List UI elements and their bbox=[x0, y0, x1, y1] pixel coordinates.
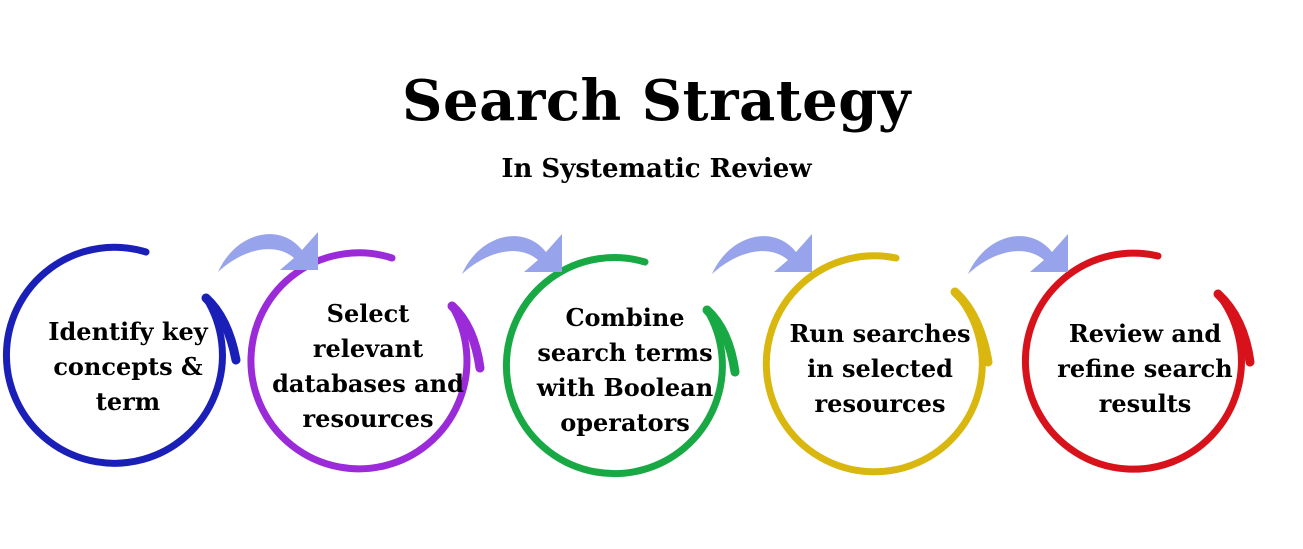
step-label-1: Identify key concepts & term bbox=[48, 317, 208, 416]
step-circle-3 bbox=[502, 254, 726, 478]
curved-arrow-icon bbox=[218, 232, 318, 272]
step-circle-1-tail bbox=[201, 293, 241, 365]
step-circles bbox=[3, 243, 1255, 478]
step-label-3: Combine search terms with Boolean operat… bbox=[536, 303, 714, 437]
page-title: Search Strategy bbox=[402, 68, 911, 134]
step-circle-4 bbox=[762, 252, 986, 476]
curved-arrow-icon bbox=[968, 234, 1068, 274]
step-circle-1 bbox=[3, 243, 226, 467]
step-circle-5-tail bbox=[1213, 289, 1255, 367]
step-circle-4-tail bbox=[950, 287, 993, 367]
page-subtitle: In Systematic Review bbox=[501, 154, 812, 184]
step-label-2: Select relevant databases and resources bbox=[272, 299, 464, 433]
step-circle-5 bbox=[1021, 249, 1245, 473]
curved-arrow-icon bbox=[712, 234, 812, 274]
connector-arrows bbox=[218, 232, 1068, 274]
step-label-4: Run searches in selected resources bbox=[789, 319, 971, 418]
curved-arrow-icon bbox=[462, 234, 562, 274]
step-circle-3-tail bbox=[702, 305, 740, 377]
step-circle-2-tail bbox=[447, 301, 485, 373]
step-label-5: Review and refine search results bbox=[1057, 319, 1233, 418]
